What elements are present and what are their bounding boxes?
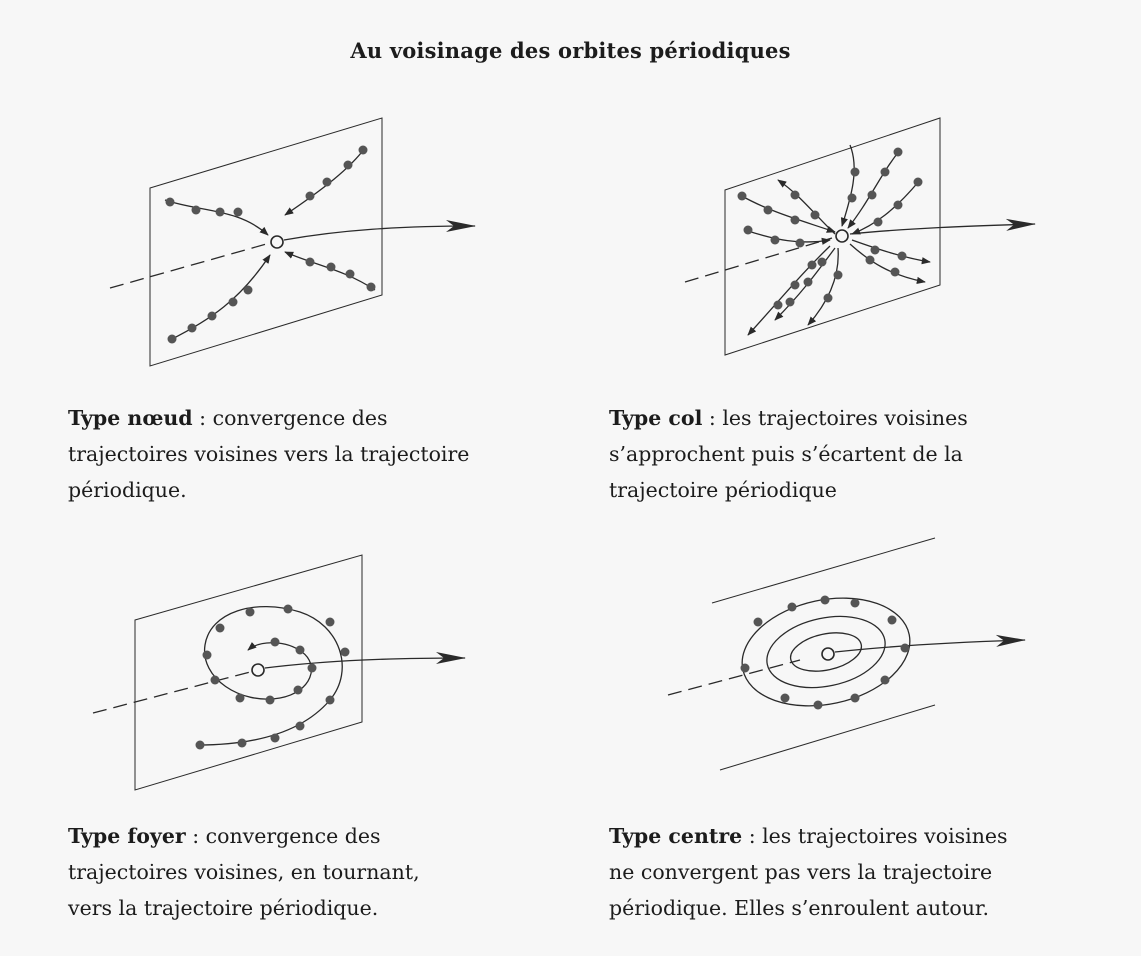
plane-edge [711, 537, 936, 604]
poincare-plane [724, 117, 941, 356]
noeud-group [109, 117, 476, 367]
trajectory-dots [740, 595, 910, 710]
plane-edge [719, 704, 936, 771]
periodic-orbit-arrow [264, 652, 466, 669]
trajectory [849, 243, 926, 284]
caption-col: Type col : les trajectoires voisines s’a… [609, 400, 1029, 508]
trajectory [284, 147, 366, 216]
trajectory [739, 194, 836, 233]
caption-centre-text: : les trajectoires voisines ne convergen… [609, 824, 1008, 920]
caption-foyer-text: : convergence des trajectoires voisines,… [68, 824, 420, 920]
trajectory [840, 144, 855, 227]
closed-orbit [789, 632, 863, 672]
trajectory [851, 239, 931, 265]
caption-noeud-type: Type nœud [68, 406, 193, 430]
col-group [684, 117, 1036, 356]
periodic-orbit-dashed [109, 242, 271, 289]
poincare-plane [134, 554, 363, 791]
caption-col-type: Type col [609, 406, 703, 430]
periodic-orbit-dashed [667, 659, 801, 696]
periodic-orbit-arrow [834, 634, 1026, 653]
caption-centre: Type centre : les trajectoires voisines … [609, 818, 1019, 926]
periodic-orbit-dashed [684, 237, 833, 283]
trajectory-dots [165, 145, 376, 344]
trajectory [164, 199, 269, 236]
trajectory [169, 254, 271, 341]
fixed-point [270, 235, 284, 249]
closed-orbit [766, 615, 886, 689]
periodic-orbit-arrow [283, 220, 476, 241]
trajectory [807, 247, 839, 326]
trajectory [744, 229, 831, 245]
caption-centre-type: Type centre [609, 824, 743, 848]
trajectory [747, 245, 831, 336]
page-title: Au voisinage des orbites périodiques [350, 38, 791, 63]
centre-group [667, 537, 1026, 771]
trajectory [777, 179, 836, 235]
periodic-orbit-arrow [849, 218, 1036, 235]
caption-col-text: : les trajectoires voisines s’approchent… [609, 406, 968, 502]
fixed-point [821, 647, 835, 661]
caption-foyer: Type foyer : convergence des trajectoire… [68, 818, 468, 926]
trajectory-dots [195, 604, 350, 750]
caption-noeud-text: : convergence des trajectoires voisines … [68, 406, 470, 502]
trajectory [847, 149, 901, 229]
fixed-point [251, 663, 265, 677]
caption-noeud: Type nœud : convergence des trajectoires… [68, 400, 508, 508]
periodic-orbit-dashed [92, 671, 251, 714]
poincare-plane [149, 117, 383, 367]
trajectory-dots [737, 147, 923, 310]
spiral-trajectory [197, 605, 343, 746]
foyer-group [92, 554, 466, 791]
fixed-point [835, 229, 849, 243]
caption-foyer-type: Type foyer [68, 824, 186, 848]
trajectory [851, 179, 921, 235]
